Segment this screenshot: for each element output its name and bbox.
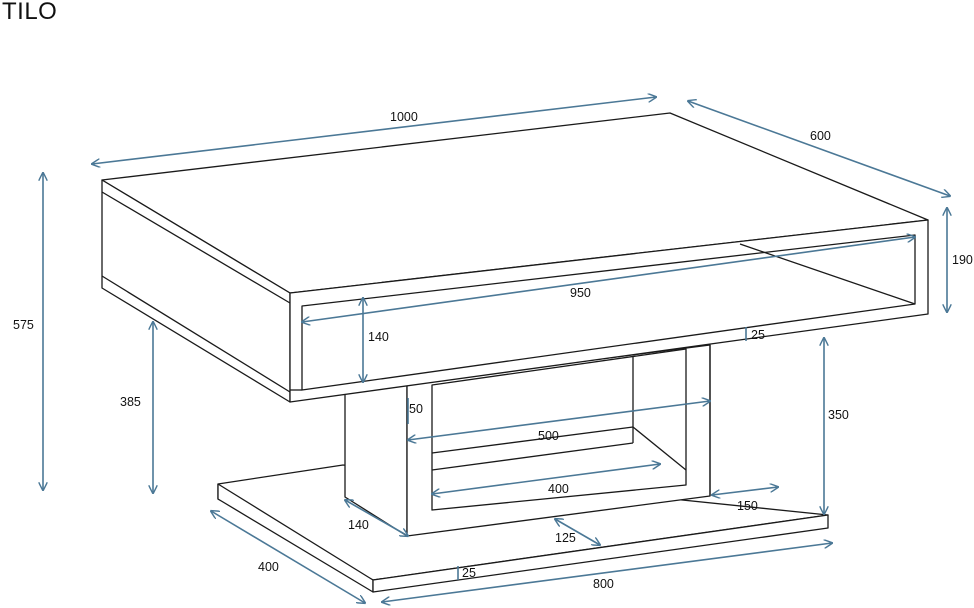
dim-label-400-base: 400: [258, 560, 279, 574]
dim-label-125: 125: [555, 531, 576, 545]
dim-label-600: 600: [810, 129, 831, 143]
dim-label-1000: 1000: [390, 110, 418, 124]
dim-label-50: 50: [409, 402, 423, 416]
dim-label-950: 950: [570, 286, 591, 300]
dim-label-140-foot: 140: [348, 518, 369, 532]
dim-label-400-inner: 400: [548, 482, 569, 496]
dim-label-385: 385: [120, 395, 141, 409]
dim-label-25-base: 25: [462, 566, 476, 580]
product-title: TILO: [2, 0, 58, 25]
dim-line-150: [712, 487, 778, 495]
dim-label-150: 150: [737, 499, 758, 513]
dim-line-400-base: [211, 511, 365, 603]
dim-label-350: 350: [828, 408, 849, 422]
dim-label-190: 190: [952, 253, 973, 267]
dim-line-140-foot: [345, 500, 408, 536]
dim-line-600: [688, 101, 950, 196]
dim-line-800: [382, 543, 832, 602]
dim-line-500: [408, 401, 710, 440]
dim-line-1000: [92, 97, 656, 164]
dim-line-400-inner: [432, 464, 660, 494]
dimension-lines: [43, 97, 950, 603]
dim-line-950: [302, 237, 915, 322]
dim-label-25-top: 25: [751, 328, 765, 342]
dim-label-800: 800: [593, 577, 614, 591]
dim-label-500: 500: [538, 429, 559, 443]
table-top: [101, 112, 929, 403]
dim-label-575: 575: [13, 318, 34, 332]
dimension-labels: 1000 600 575 190 950 140 25 385 350 50 5…: [13, 110, 973, 591]
dim-label-140-shelf: 140: [368, 330, 389, 344]
